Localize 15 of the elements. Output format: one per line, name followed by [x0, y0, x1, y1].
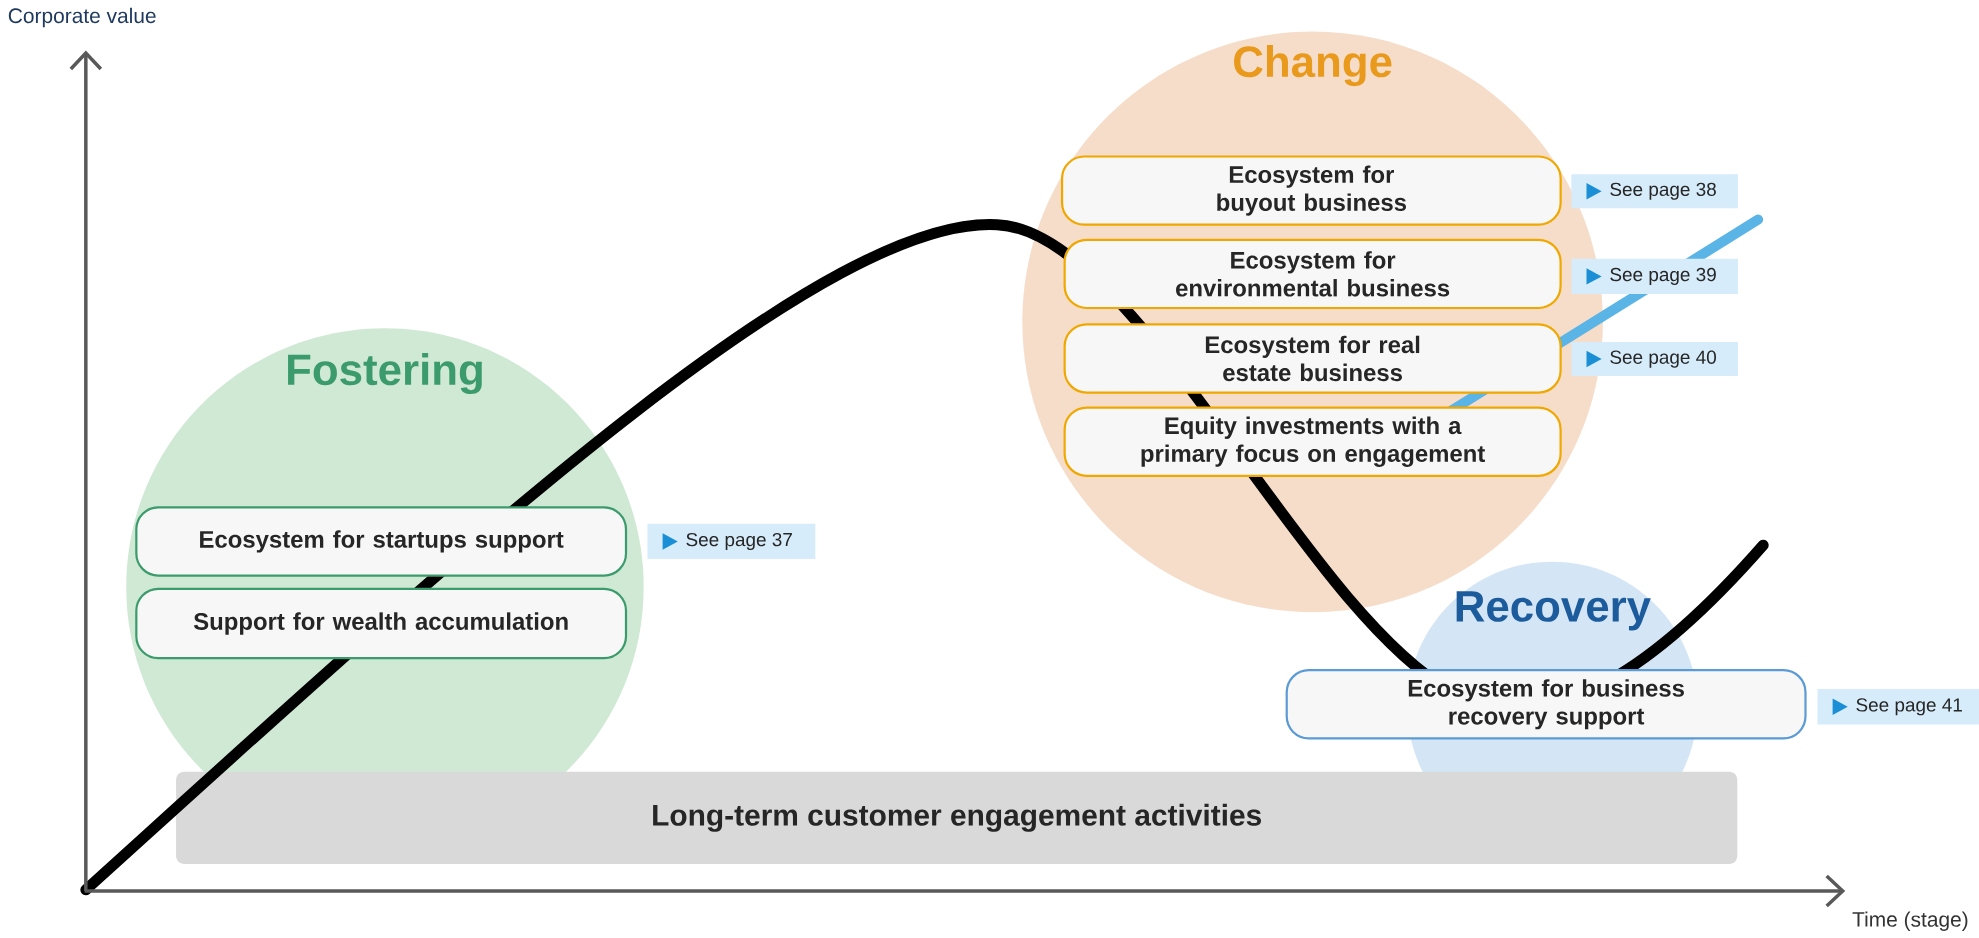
axis-label: Time (stage) [1852, 911, 1968, 932]
rounded-box: Ecosystem for buyout business [1060, 155, 1562, 226]
rounded-box: Ecosystem for business recovery support [1285, 669, 1807, 740]
rounded-box: Ecosystem for startups support [135, 506, 628, 577]
page-reference-tag: See page 38 [1571, 174, 1738, 209]
page-reference-tag: See page 37 [647, 523, 816, 560]
page-reference-tag: See page 40 [1571, 342, 1738, 377]
activity-band: Long-term customer engagement activities [176, 771, 1738, 865]
page-reference-tag: See page 39 [1571, 258, 1738, 295]
rounded-box: Equity investments with a primary focus on engagement [1063, 406, 1562, 478]
page-reference-tag: See page 41 [1817, 689, 1979, 725]
axis-label: Corporate value [8, 7, 156, 28]
rounded-box: Ecosystem for real estate business [1063, 323, 1562, 394]
rounded-box: Ecosystem for environmental business [1063, 238, 1562, 310]
rounded-box: Support for wealth accumulation [135, 587, 628, 660]
